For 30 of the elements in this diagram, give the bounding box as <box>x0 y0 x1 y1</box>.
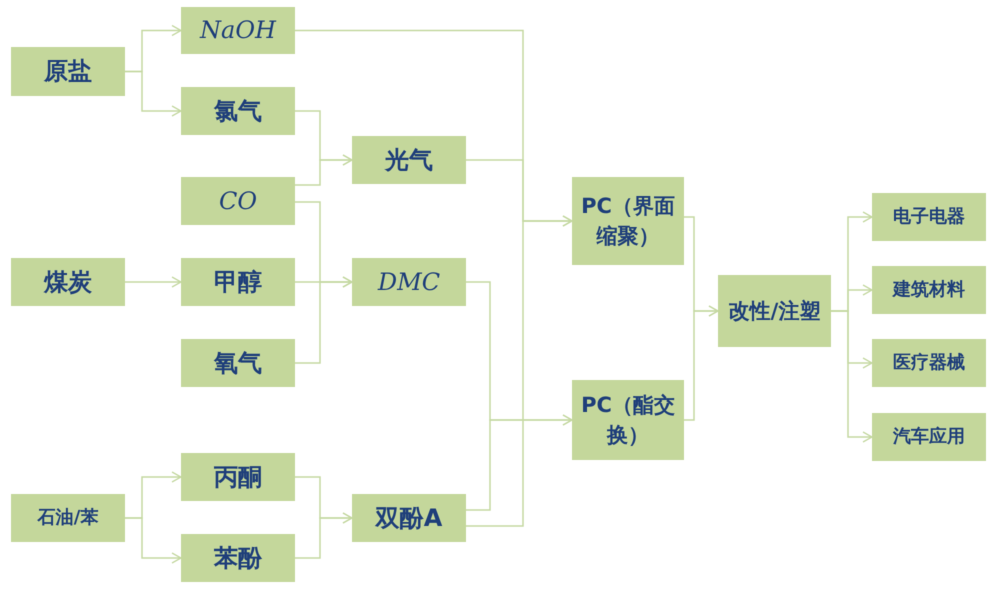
process-box: 双酚A <box>352 494 466 542</box>
process-box: 汽车应用 <box>872 413 986 461</box>
process-box: 原盐 <box>11 47 125 96</box>
arrow <box>125 517 182 564</box>
arrow <box>466 414 573 511</box>
arrow <box>295 154 353 186</box>
process-box: DMC <box>352 258 466 306</box>
process-box: 煤炭 <box>11 258 125 306</box>
arrow <box>295 512 353 559</box>
process-box: 甲醇 <box>181 258 295 306</box>
arrow <box>125 276 182 288</box>
process-box: 建筑材料 <box>872 266 986 314</box>
process-box: 光气 <box>352 136 466 184</box>
process-box: CO <box>181 177 295 225</box>
arrow <box>466 215 573 527</box>
process-box: 苯酚 <box>181 534 295 582</box>
process-box: 氯气 <box>181 87 295 135</box>
process-box: NaOH <box>181 7 295 54</box>
process-box: 丙酮 <box>181 453 295 501</box>
arrow <box>831 310 873 443</box>
arrow <box>295 276 353 364</box>
process-box: PC（界面缩聚） <box>572 177 684 265</box>
process-box: 石油/苯 <box>11 494 125 542</box>
arrow <box>684 305 719 421</box>
process-box: 医疗器械 <box>872 339 986 387</box>
process-box: 氧气 <box>181 339 295 387</box>
process-box: 电子电器 <box>872 193 986 241</box>
process-box: PC（酯交换） <box>572 380 684 460</box>
arrow <box>125 70 182 117</box>
process-box: 改性/注塑 <box>718 275 831 347</box>
